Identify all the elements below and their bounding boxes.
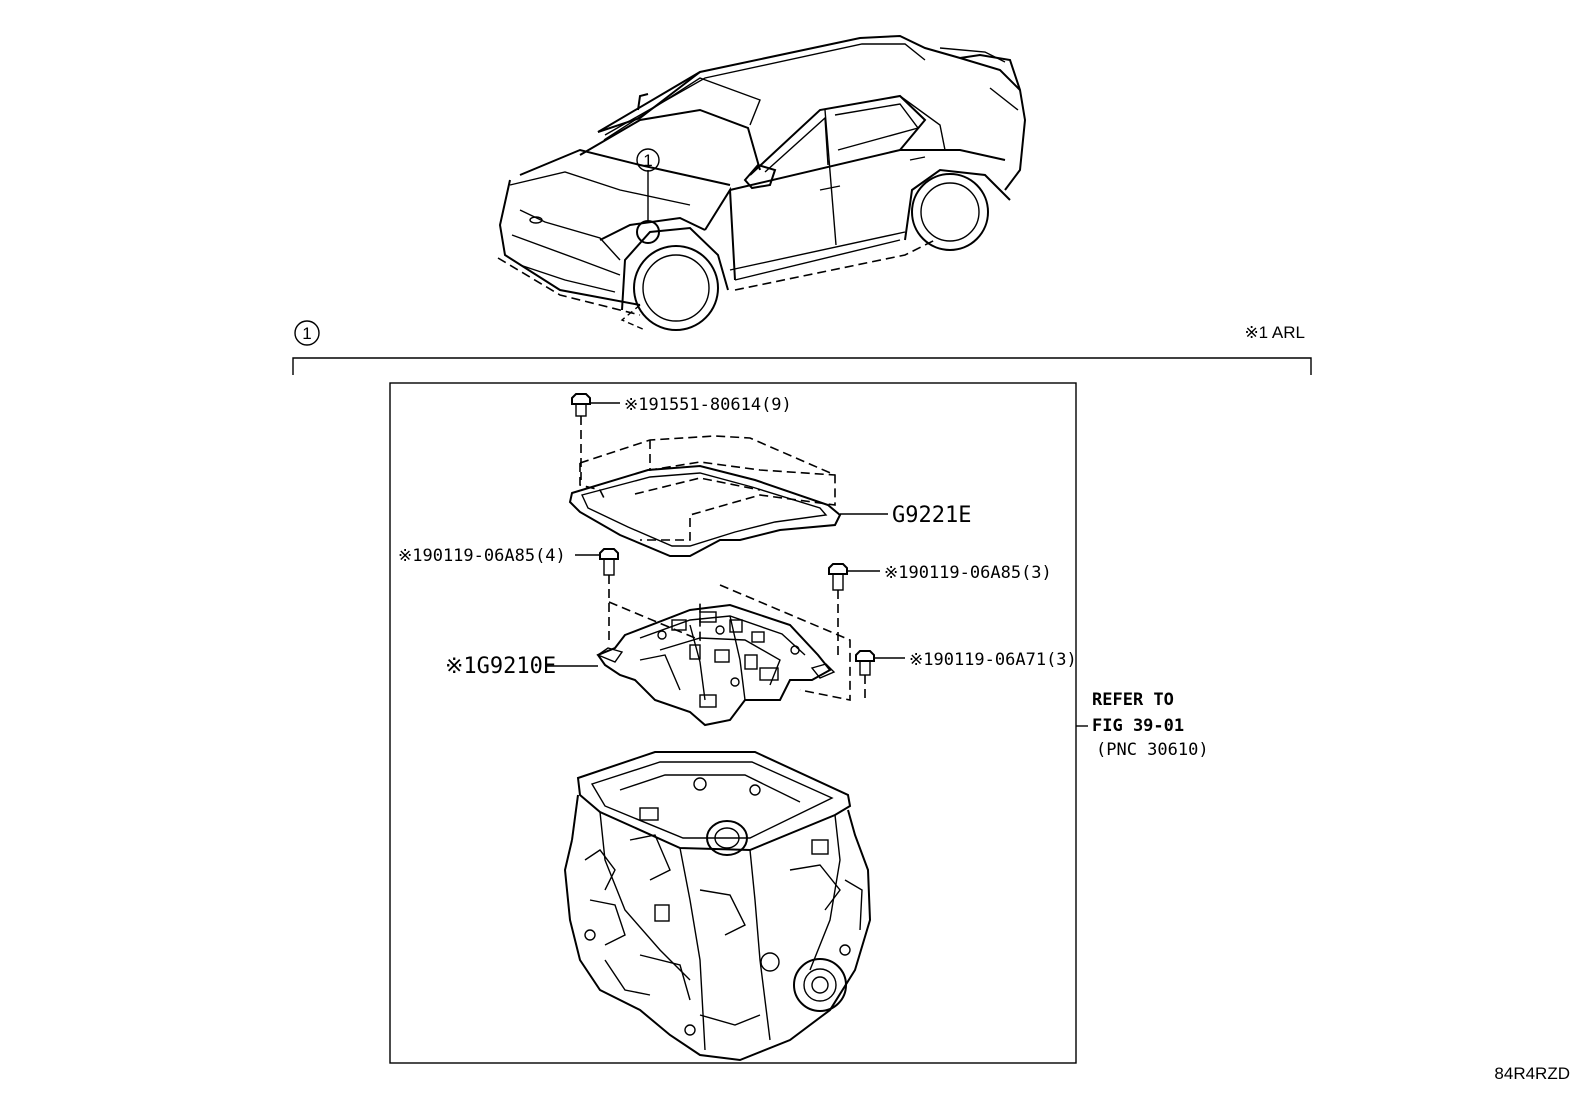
bolt-06A85-right-label: ※190119-06A85(3) — [884, 563, 1052, 583]
arl-note: ※1 ARL — [1244, 323, 1305, 342]
reference-line1: REFER TO — [1092, 690, 1174, 710]
reference-line3: (PNC 30610) — [1096, 740, 1209, 760]
bolt-06A85-left-label: ※190119-06A85(4) — [398, 546, 566, 566]
bolt-06A85-left: ※190119-06A85(4) — [398, 546, 619, 640]
vehicle-callout-number: 1 — [643, 151, 652, 170]
bolt-91551: ※191551-80614(9) — [571, 393, 792, 480]
figure-code: 84R4RZD — [1494, 1064, 1570, 1083]
valve-body-label: ※1G9210E — [445, 654, 556, 679]
group-callout-number: 1 — [302, 324, 311, 343]
reference-note: REFER TO FIG 39-01 (PNC 30610) — [1076, 690, 1209, 760]
oil-pan-cover: G9221E — [568, 435, 971, 557]
valve-body: ※1G9210E — [445, 584, 851, 727]
vehicle-illustration: 1 — [497, 34, 1027, 331]
assembly-frame — [389, 382, 1077, 1064]
bolt-91551-label: ※191551-80614(9) — [624, 395, 792, 415]
bolt-06A71: ※190119-06A71(3) — [855, 650, 1077, 700]
bolt-06A71-label: ※190119-06A71(3) — [909, 650, 1077, 670]
bolt-06A85-right: ※190119-06A85(3) — [828, 563, 1052, 660]
transaxle-housing — [563, 751, 872, 1062]
reference-line2: FIG 39-01 — [1092, 716, 1184, 736]
pan-label: G9221E — [892, 503, 971, 528]
group-bracket: 1 ※1 ARL — [292, 320, 1312, 375]
